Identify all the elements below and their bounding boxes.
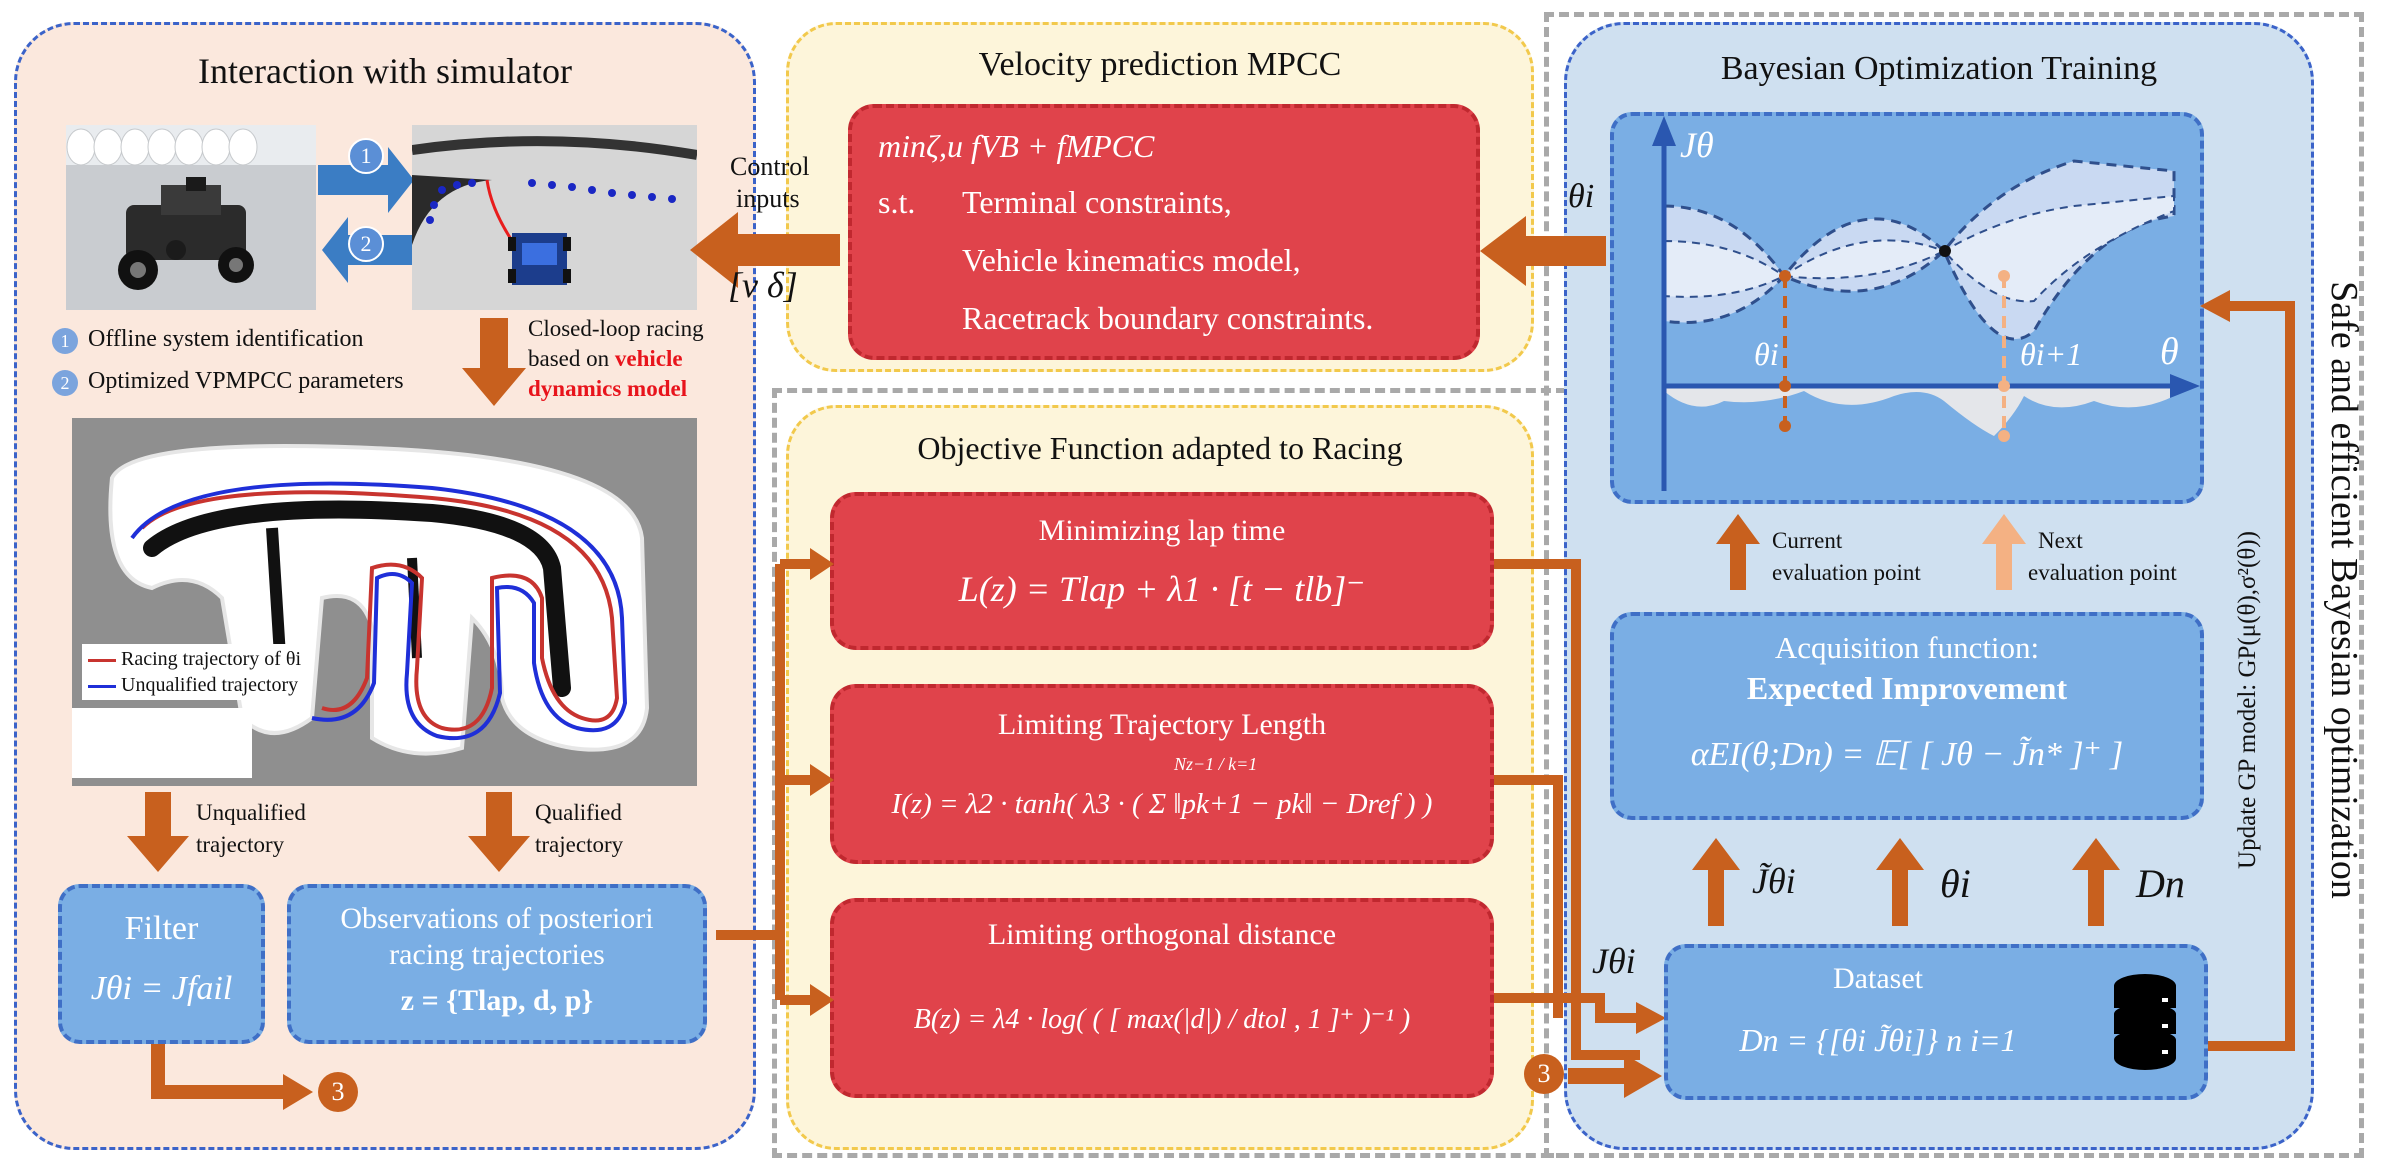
lap-time-equation: L(z) = Tlap + λ1 · [t − tlb]⁻: [958, 569, 1366, 609]
theta-input-label: θi: [1568, 178, 1595, 215]
orthogonal-distance-equation: B(z) = λ4 · log( ( [ max(|d|) / dtol , 1…: [913, 1004, 1411, 1035]
trajectory-length-sum-bounds: Nz−1 / k=1: [1174, 754, 1258, 774]
track-legend-unqualified-row: Unqualified trajectory: [88, 672, 301, 698]
connector-3-bo: 3: [1524, 1054, 1564, 1094]
legend-item-optimized-parameters: Optimized VPMPCC parameters: [88, 368, 404, 394]
closed-loop-label-2: based on vehicle: [528, 346, 683, 372]
track-legend-racing: Racing trajectory of θi: [121, 648, 302, 670]
racing-line-swatch: [88, 658, 116, 662]
closed-loop-highlight-dynamics: dynamics model: [528, 376, 688, 401]
gp-x-axis-label: θ: [2160, 331, 2179, 373]
input-j-tilde: J̃θi: [1752, 861, 1796, 901]
qualified-label-2: trajectory: [535, 832, 624, 857]
bo-title: Bayesian Optimization Training: [1720, 50, 2158, 87]
legend-item-offline-identification: Offline system identification: [88, 326, 364, 352]
orthogonal-distance-box: Limiting orthogonal distance B(z) = λ4 ·…: [830, 898, 1494, 1098]
next-eval-arrow: [1982, 514, 2026, 590]
closed-loop-label-1: Closed-loop racing: [528, 316, 704, 341]
orthogonal-distance-title: Limiting orthogonal distance: [987, 918, 1337, 951]
control-inputs-label-1: Control: [730, 152, 810, 181]
objective-flow-arrows: [716, 548, 1666, 1060]
lap-time-box: Minimizing lap time L(z) = Tlap + λ1 · […: [830, 492, 1494, 650]
database-icon: [2114, 974, 2176, 1070]
mpcc-objective: minζ,u fVB + fMPCC: [878, 128, 1155, 164]
trajectory-length-box: Limiting Trajectory Length Nz−1 / k=1 I(…: [830, 684, 1494, 864]
objective-title: Objective Function adapted to Racing: [917, 430, 1403, 466]
filter-title: Filter: [124, 910, 199, 947]
dataset-equation: Dn = {[θi J̃θi]} n i=1: [1739, 1022, 2017, 1058]
gp-plot: [1652, 116, 2200, 491]
connector-3-sim: 3: [318, 1072, 358, 1112]
input-theta: θi: [1940, 861, 1971, 906]
legend-badge-2: 2: [52, 370, 78, 396]
mpcc-formulation-box: minζ,u fVB + fMPCC s.t. Terminal constra…: [848, 104, 1480, 360]
gray-dashed-frame-objective: [772, 388, 1566, 1158]
unqualified-label-1: Unqualified: [196, 800, 306, 825]
input-dataset: Dn: [2136, 861, 2185, 906]
gp-theta-next-label: θi+1: [2020, 336, 2083, 372]
current-eval-label-2: evaluation point: [1772, 560, 1921, 585]
track-legend: Racing trajectory of θi Unqualified traj…: [82, 644, 308, 700]
control-inputs-label-2: inputs: [736, 184, 800, 213]
track-legend-racing-row: Racing trajectory of θi: [88, 646, 301, 672]
qualified-arrow: [468, 792, 530, 872]
acquisition-input-arrows: [1692, 838, 2120, 926]
j-theta-label: Jθi: [1592, 941, 1636, 981]
control-inputs-arrow: [690, 212, 840, 288]
qualified-label-1: Qualified: [535, 800, 622, 825]
unqualified-arrow: [127, 792, 189, 872]
sim-title: Interaction with simulator: [198, 51, 572, 91]
step-2-badge: 2: [348, 226, 384, 262]
track-legend-unqualified: Unqualified trajectory: [121, 674, 299, 696]
mpcc-st-label: s.t.: [878, 184, 916, 220]
racetrack-map: [72, 418, 697, 786]
observations-equation: z = {Tlap, d, p}: [400, 984, 594, 1017]
gp-y-axis-label: Jθ: [1680, 125, 1714, 165]
closed-loop-highlight-vehicle: vehicle: [614, 346, 683, 371]
closed-loop-arrow: [462, 318, 526, 406]
real-car-photo: [66, 125, 316, 310]
mpcc-title: Velocity prediction MPCC: [978, 46, 1342, 83]
next-eval-label-2: evaluation point: [2028, 560, 2177, 585]
bo-side-title: Safe and efficient Bayesian optimization: [2323, 281, 2365, 899]
gray-dashed-frame-bo: [1544, 12, 2364, 1158]
unqualified-label-2: trajectory: [196, 832, 285, 857]
simulator-screenshot: [412, 125, 697, 310]
observations-box: Observations of posteriori racing trajec…: [287, 884, 707, 1044]
next-eval-label-1: Next: [2038, 528, 2083, 553]
current-eval-arrow: [1716, 514, 1760, 590]
closed-loop-based-on: based on: [528, 346, 610, 371]
legend-badge-1: 1: [52, 328, 78, 354]
acquisition-subtitle: Expected Improvement: [1746, 670, 2068, 706]
acquisition-equation: αEI(θ;Dn) = 𝔼[ [ Jθ − J̃n* ]⁺ ]: [1690, 736, 2124, 773]
unqualified-line-swatch: [88, 684, 116, 688]
mpcc-kinematics-model: Vehicle kinematics model,: [962, 242, 1301, 278]
theta-to-mpcc-arrow: [1480, 216, 1606, 286]
filter-equation: Jθi = Jfail: [90, 970, 233, 1007]
gp-update-arrow: [2200, 290, 2295, 1051]
filter-box: Filter Jθi = Jfail: [58, 884, 265, 1044]
filter-to-connector-arrow: [151, 1044, 313, 1110]
connector-to-dataset-arrow: [1568, 1054, 1662, 1098]
acquisition-box: Acquisition function: Expected Improveme…: [1610, 612, 2204, 820]
trajectory-length-title: Limiting Trajectory Length: [997, 708, 1327, 741]
trajectory-length-equation: I(z) = λ2 · tanh( λ3 · ( Σ ‖pk+1 − pk‖ −…: [891, 788, 1433, 820]
observations-title-2: racing trajectories: [389, 938, 605, 971]
lap-time-title: Minimizing lap time: [1038, 514, 1286, 547]
step-1-badge: 1: [348, 138, 384, 174]
current-eval-label-1: Current: [1772, 528, 1843, 553]
mpcc-boundary-constraints: Racetrack boundary constraints.: [962, 300, 1374, 336]
observations-title-1: Observations of posteriori: [340, 902, 654, 935]
gp-theta-i-label: θi: [1754, 336, 1779, 372]
dataset-title: Dataset: [1833, 962, 1923, 995]
mpcc-terminal-constraints: Terminal constraints,: [962, 184, 1232, 220]
gp-update-label: Update GP model: GP(μ(θ),σ²(θ)): [2234, 531, 2261, 869]
control-vector: [v δ]: [728, 265, 798, 305]
acquisition-title: Acquisition function:: [1774, 630, 2040, 665]
